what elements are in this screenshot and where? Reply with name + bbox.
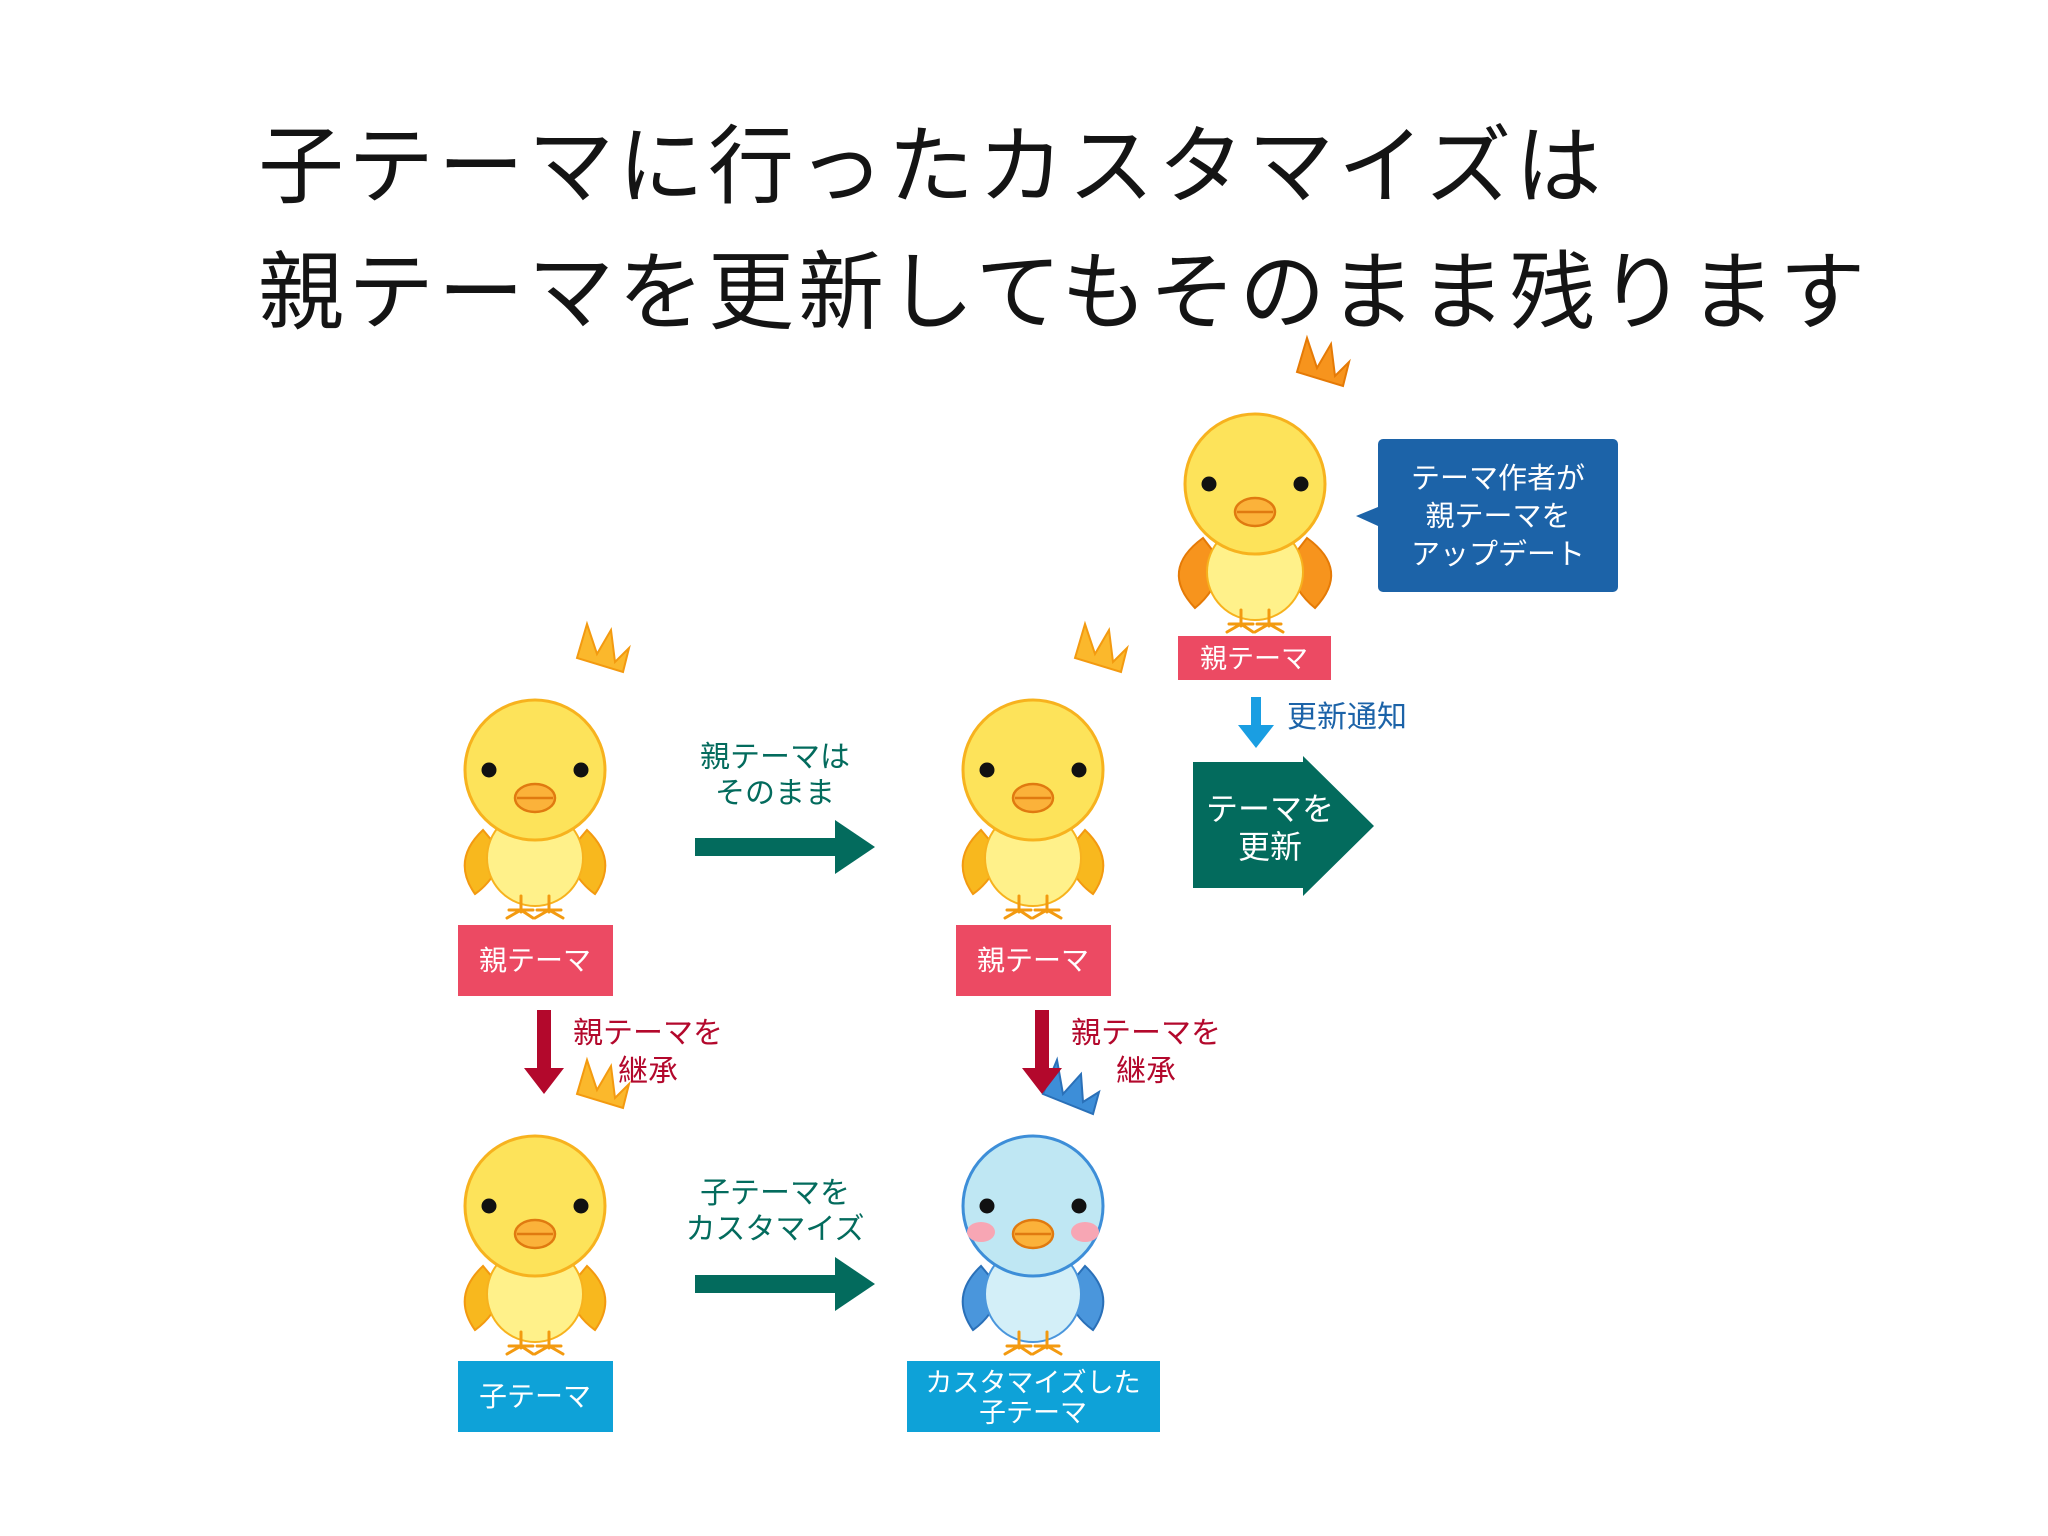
text-inherit-left-1: 親テーマを	[573, 1016, 723, 1051]
bubble-line-2: 親テーマを	[1425, 499, 1570, 533]
title-line-1: 子テーマに行ったカスタマイズは	[258, 117, 1606, 217]
arrow-customize-child: 子テーマを カスタマイズ	[685, 1176, 875, 1311]
label-parent-middle: 親テーマ	[956, 925, 1111, 996]
title-line-2: 親テーマを更新してもそのまま残ります	[258, 243, 1870, 343]
speech-bubble: テーマ作者が 親テーマを アップデート	[1356, 439, 1618, 592]
svg-text:子テーマ: 子テーマ	[479, 1380, 591, 1413]
parent-theme-chick-left	[463, 622, 631, 920]
text-update-notice: 更新通知	[1287, 700, 1407, 735]
arrow-inherit-right: 親テーマを 継承	[1022, 1010, 1221, 1094]
arrow-parent-stays: 親テーマは そのまま	[695, 740, 875, 874]
label-child: 子テーマ	[458, 1361, 613, 1432]
text-parent-stays-1: 親テーマは	[700, 740, 850, 775]
svg-text:カスタマイズした: カスタマイズした	[925, 1368, 1140, 1399]
bubble-line-3: アップデート	[1411, 537, 1585, 571]
theme-author-chick	[1177, 336, 1351, 634]
text-inherit-right-2: 継承	[1116, 1054, 1176, 1089]
svg-text:親テーマ: 親テーマ	[1200, 644, 1308, 675]
text-inherit-left-2: 継承	[618, 1054, 678, 1089]
svg-text:親テーマ: 親テーマ	[479, 944, 591, 977]
arrow-update-notice: 更新通知	[1238, 697, 1407, 748]
child-theme-chick	[463, 1058, 631, 1356]
svg-text:子テーマ: 子テーマ	[979, 1398, 1087, 1429]
label-customized-child: カスタマイズした 子テーマ	[907, 1361, 1160, 1432]
parent-theme-chick-middle	[961, 622, 1129, 920]
text-inherit-right-1: 親テーマを	[1071, 1016, 1221, 1051]
text-customize-1: 子テーマを	[700, 1176, 850, 1211]
text-parent-stays-2: そのまま	[715, 776, 835, 811]
text-customize-2: カスタマイズ	[685, 1212, 864, 1247]
label-parent-left: 親テーマ	[458, 925, 613, 996]
text-update-theme-1: テーマを	[1206, 790, 1334, 828]
arrow-inherit-left: 親テーマを 継承	[524, 1010, 723, 1094]
svg-text:親テーマ: 親テーマ	[977, 944, 1089, 977]
customized-child-bird	[961, 1058, 1105, 1356]
text-update-theme-2: 更新	[1238, 828, 1302, 866]
label-parent-top: 親テーマ	[1178, 636, 1331, 680]
bubble-line-1: テーマ作者が	[1411, 461, 1585, 495]
arrow-update-theme: テーマを 更新	[1193, 756, 1374, 896]
